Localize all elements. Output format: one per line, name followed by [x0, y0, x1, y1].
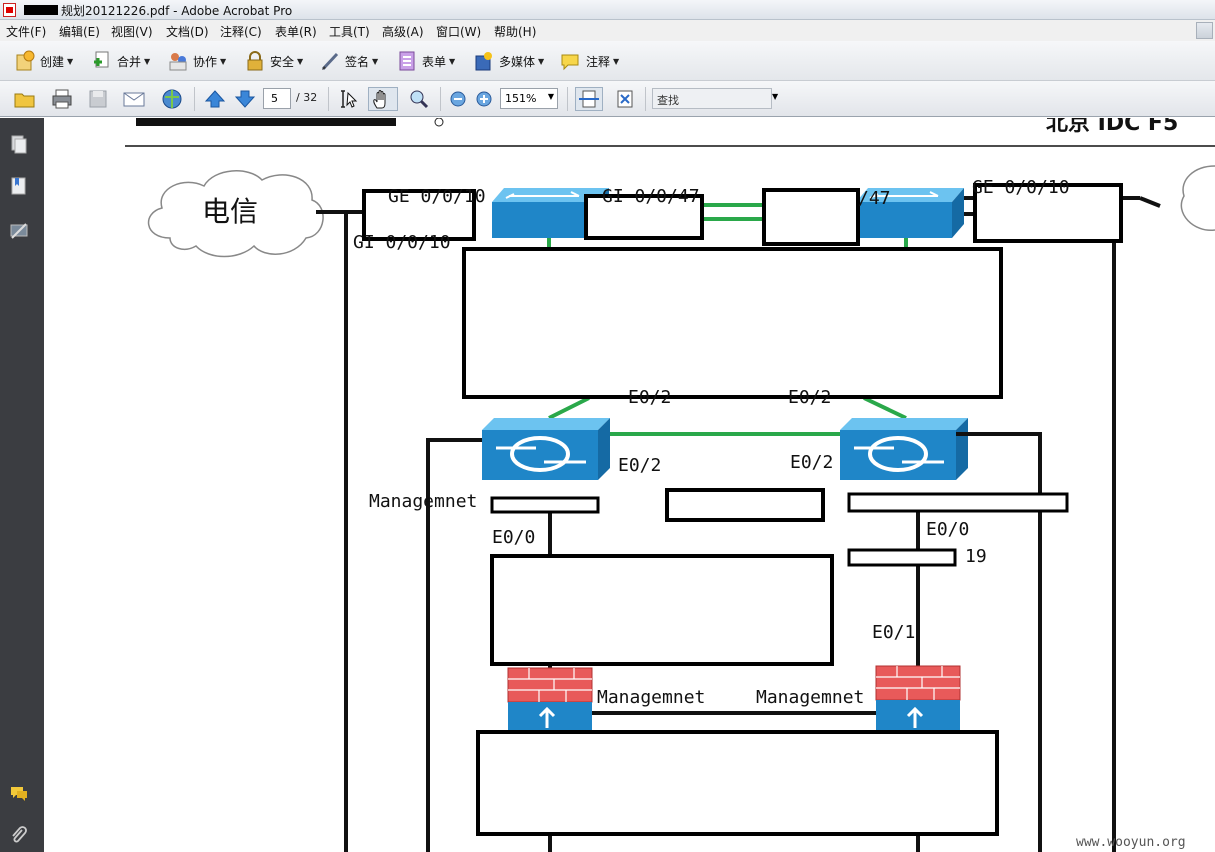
web-capture-icon[interactable] [160, 87, 184, 111]
zoom-in-icon[interactable] [474, 87, 494, 111]
port-label: GI 0/0/10 [353, 232, 451, 253]
menu-advanced[interactable]: 高级(A) [382, 25, 424, 39]
zoom-out-icon[interactable] [448, 87, 468, 111]
menu-window[interactable]: 窗口(W) [436, 25, 482, 39]
hand-tool-icon[interactable] [368, 87, 398, 111]
navigation-panel [0, 118, 44, 852]
collaborate-button[interactable]: 协作▼ [167, 49, 226, 73]
port-label: E0/2 [790, 452, 833, 473]
router-right [840, 418, 968, 480]
zoom-level-select[interactable]: 151%▼ [500, 88, 558, 109]
comment-icon [560, 50, 582, 72]
multimedia-icon [473, 50, 495, 72]
router-left [482, 418, 610, 480]
menu-document[interactable]: 文档(D) [166, 25, 209, 39]
cloud-telecom: 电信 [147, 170, 324, 258]
chevron-down-icon[interactable]: ▼ [772, 92, 779, 101]
fit-width-icon[interactable] [575, 87, 603, 111]
email-icon[interactable] [122, 87, 146, 111]
menu-tools[interactable]: 工具(T) [329, 25, 370, 39]
port-label: E0/0 [926, 519, 969, 540]
port-label: E0/2 [618, 455, 661, 476]
port-label: /47 [858, 188, 891, 209]
close-document-button[interactable] [1196, 22, 1213, 39]
company-logo [136, 118, 444, 127]
menu-bar: 文件(F) 编辑(E) 视图(V) 文档(D) 注释(C) 表单(R) 工具(T… [0, 20, 1215, 41]
port-label: 19 [965, 546, 987, 567]
window-title: 规划20121226.pdf - Adobe Acrobat Pro [61, 4, 293, 18]
create-pdf-icon [14, 50, 36, 72]
redacted-filename [24, 5, 58, 15]
comments-panel-icon[interactable] [9, 783, 29, 803]
page-header-text: 北京 IDC F5 [1046, 118, 1178, 136]
switch-top-right [856, 188, 964, 238]
port-label: E0/1 [872, 622, 915, 643]
menu-help[interactable]: 帮助(H) [494, 25, 537, 39]
bookmarks-icon[interactable] [9, 176, 29, 196]
multimedia-button[interactable]: 多媒体▼ [473, 49, 544, 73]
port-label: Managemnet [369, 491, 477, 512]
menu-forms[interactable]: 表单(R) [275, 25, 317, 39]
combine-button[interactable]: 合并▼ [91, 49, 150, 73]
save-icon[interactable] [86, 87, 110, 111]
port-label: GI 0/0/47 [602, 186, 700, 207]
pen-icon [319, 50, 341, 72]
port-label: GE 0/0/10 [972, 177, 1070, 198]
menu-view[interactable]: 视图(V) [111, 25, 153, 39]
port-label: E0/2 [628, 387, 671, 408]
menu-comments[interactable]: 注释(C) [220, 25, 262, 39]
page-count: / 32 [296, 91, 318, 104]
collaborate-icon [167, 50, 189, 72]
pages-icon[interactable] [9, 134, 29, 154]
comment-button[interactable]: 注释▼ [560, 49, 619, 73]
cloud-label: 电信 [202, 195, 258, 228]
port-label: E0/2 [788, 387, 831, 408]
title-bar: 规划20121226.pdf - Adobe Acrobat Pro [0, 0, 1215, 20]
select-text-icon[interactable] [336, 87, 360, 111]
create-button[interactable]: 创建▼ [14, 49, 73, 73]
port-label: Managemnet [597, 687, 705, 708]
firewall-left [507, 667, 593, 732]
previous-page-icon[interactable] [203, 87, 227, 111]
redaction-boxes [362, 183, 1123, 836]
menu-file[interactable]: 文件(F) [6, 25, 47, 39]
find-input[interactable]: 查找 [652, 88, 772, 109]
menu-edit[interactable]: 编辑(E) [59, 25, 100, 39]
sign-button[interactable]: 签名▼ [319, 49, 378, 73]
zoom-marquee-icon[interactable] [407, 87, 431, 111]
form-icon [396, 50, 418, 72]
chevron-down-icon: ▼ [547, 92, 554, 101]
firewall-right [875, 665, 961, 732]
open-folder-icon[interactable] [13, 87, 37, 111]
task-toolbar: 创建▼ 合并▼ 协作▼ 安全▼ 签名▼ 表单▼ 多媒体▼ [0, 41, 1215, 81]
combine-icon [91, 50, 113, 72]
full-screen-icon[interactable] [613, 87, 637, 111]
attachments-icon[interactable] [9, 825, 29, 845]
acrobat-app-icon [3, 3, 16, 17]
port-label: E0/0 [492, 527, 535, 548]
print-icon[interactable] [50, 87, 74, 111]
port-label: Managemnet [756, 687, 864, 708]
forms-button[interactable]: 表单▼ [396, 49, 455, 73]
lock-icon [244, 50, 266, 72]
watermark: www.wooyun.org [1076, 835, 1186, 850]
next-page-icon[interactable] [233, 87, 257, 111]
cloud-right [1180, 165, 1215, 231]
secure-button[interactable]: 安全▼ [244, 49, 303, 73]
page-number-input[interactable]: 5 [263, 88, 291, 109]
document-page: 北京 IDC F5 电信 [44, 118, 1215, 852]
port-label: GE 0/0/10 [388, 186, 486, 207]
navigation-toolbar: 5 / 32 151%▼ 查找 ▼ [0, 81, 1215, 117]
signatures-icon[interactable] [9, 220, 29, 240]
